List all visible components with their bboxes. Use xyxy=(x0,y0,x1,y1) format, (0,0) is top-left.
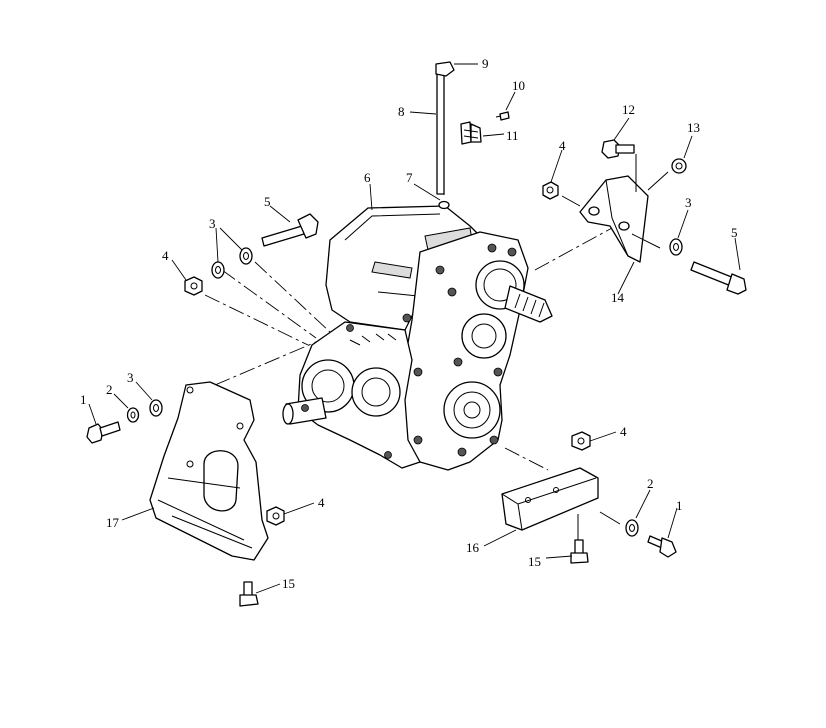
bolt-12 xyxy=(601,139,635,159)
bolt-1-left xyxy=(86,421,121,444)
leader-lines xyxy=(88,63,741,594)
bracket-17 xyxy=(149,381,269,561)
callout-2-left: 2 xyxy=(106,382,113,397)
callout-9: 9 xyxy=(482,56,489,71)
callout-15-lower-left: 15 xyxy=(282,576,295,591)
callout-4-upper-right: 4 xyxy=(559,138,566,153)
washer-2-right xyxy=(625,519,639,537)
callout-1-left: 1 xyxy=(80,392,87,407)
callout-13: 13 xyxy=(687,120,700,135)
washer-3-right xyxy=(669,238,683,256)
callout-5-right: 5 xyxy=(731,225,738,240)
bolt-1-right xyxy=(647,535,677,558)
callout-14: 14 xyxy=(611,290,625,305)
callout-16: 16 xyxy=(466,540,480,555)
callout-labels: 1 1 2 2 3 3 3 4 4 4 4 5 5 6 7 8 9 10 11 … xyxy=(80,56,738,591)
transfer-case xyxy=(282,205,553,471)
screw-10 xyxy=(495,111,510,121)
bolt-15-right xyxy=(570,539,589,564)
nut-4-lower-left xyxy=(266,506,285,526)
callout-15-right: 15 xyxy=(528,554,541,569)
callout-2-right: 2 xyxy=(647,476,654,491)
callout-1-right: 1 xyxy=(676,498,683,513)
callout-11: 11 xyxy=(506,128,519,143)
callout-4-lower-left: 4 xyxy=(318,495,325,510)
washers-3-left xyxy=(211,247,253,279)
clip-11 xyxy=(460,121,482,145)
bolt-15-lower-left xyxy=(239,581,259,607)
callout-7: 7 xyxy=(406,170,413,185)
callout-4-lower-right: 4 xyxy=(620,424,627,439)
nut-4-lower-right xyxy=(571,431,591,451)
callout-17: 17 xyxy=(106,515,120,530)
callout-3-lower-left: 3 xyxy=(127,370,134,385)
nut-4-upper-right xyxy=(542,181,559,200)
bolt-5-left xyxy=(261,213,319,247)
nut-4-left xyxy=(184,276,203,296)
washer-2-left xyxy=(126,407,140,423)
callout-8: 8 xyxy=(398,104,405,119)
callout-4-left: 4 xyxy=(162,248,169,263)
nut-13 xyxy=(671,158,687,174)
bolt-5-right xyxy=(690,261,747,295)
washer-3-lower-left xyxy=(149,399,163,417)
part-lines xyxy=(561,154,669,540)
callout-10: 10 xyxy=(512,78,525,93)
bracket-14 xyxy=(579,175,649,263)
callout-6: 6 xyxy=(364,170,371,185)
callout-12: 12 xyxy=(622,102,635,117)
callout-3-upper-left: 3 xyxy=(209,216,216,231)
breather-assembly xyxy=(435,61,455,210)
bracket-16 xyxy=(501,467,599,531)
callout-5-left: 5 xyxy=(264,194,271,209)
callout-3-right: 3 xyxy=(685,195,692,210)
